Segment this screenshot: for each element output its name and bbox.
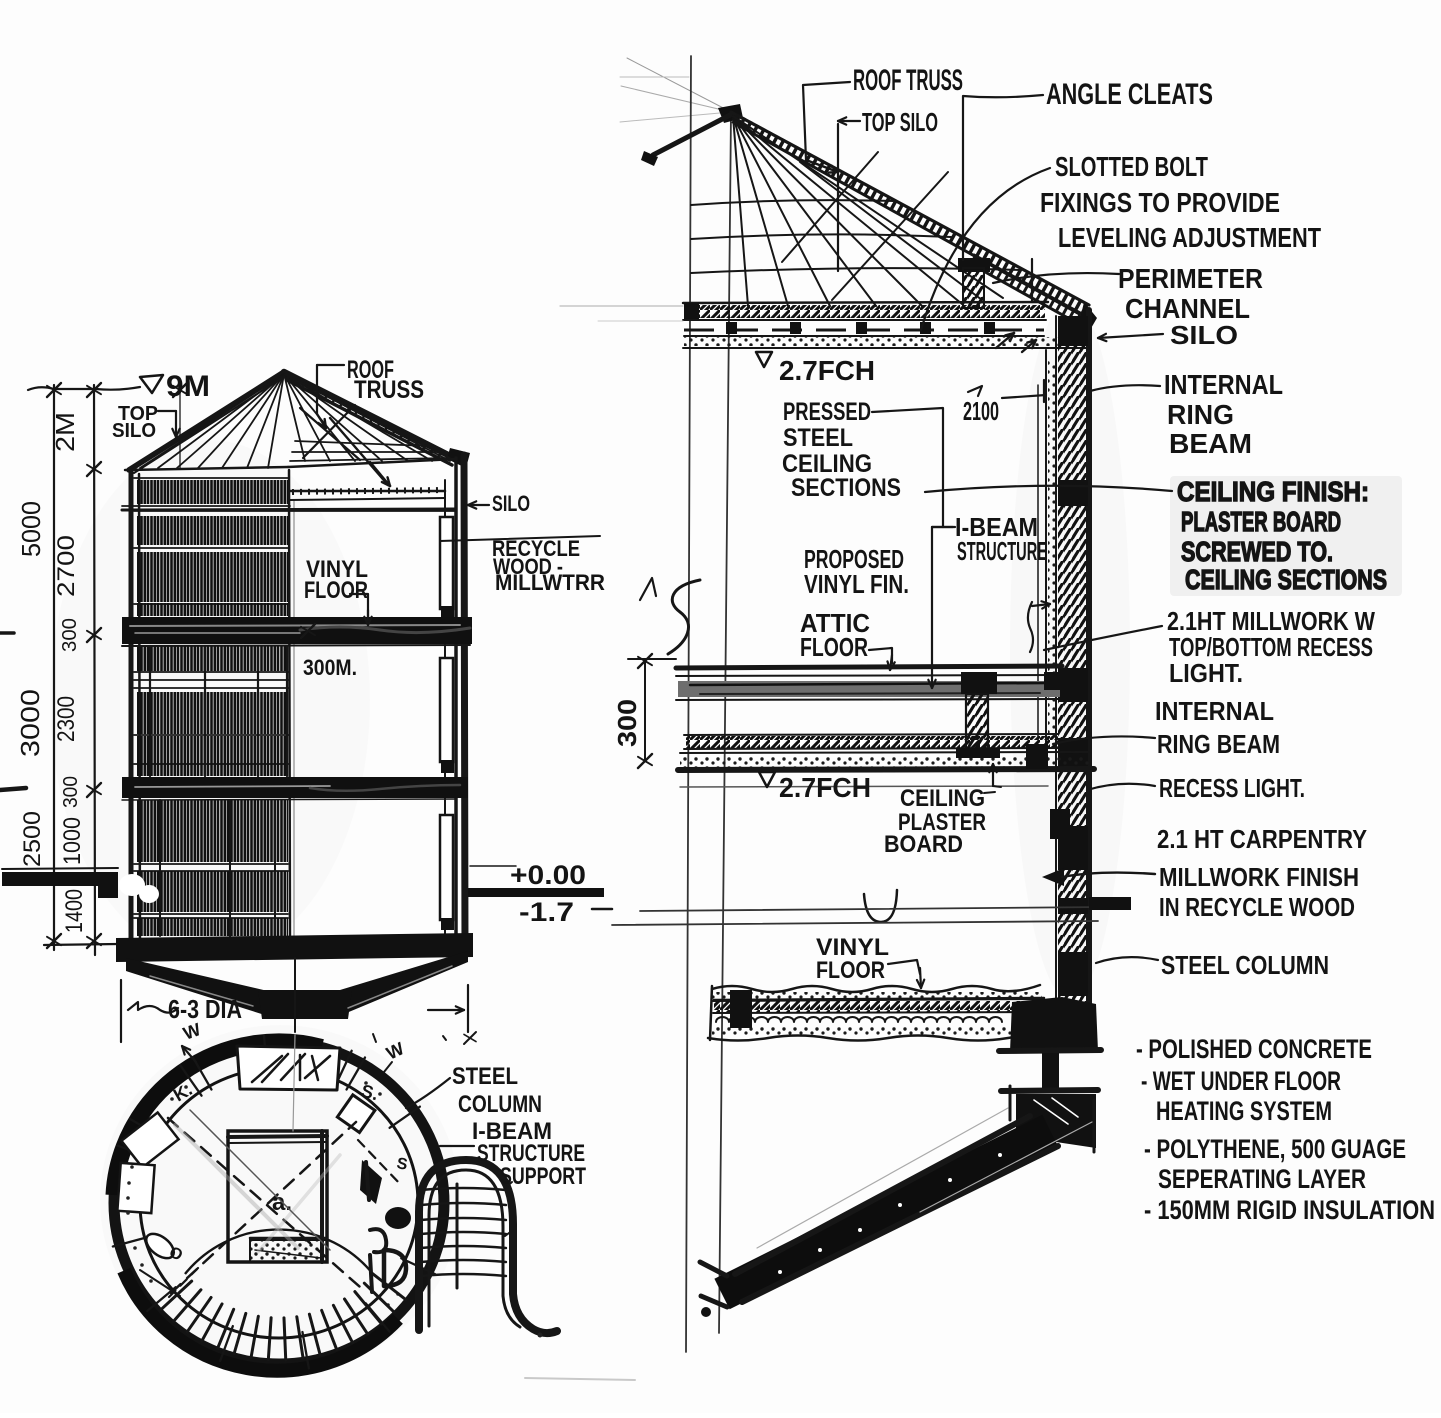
- svg-text:SLOTTED BOLT: SLOTTED BOLT: [1055, 151, 1208, 182]
- svg-text:TOP: TOP: [118, 403, 158, 425]
- svg-text:2.7FCH: 2.7FCH: [779, 355, 875, 386]
- svg-text:-1.7: -1.7: [519, 897, 574, 927]
- svg-text:SCREWED TO.: SCREWED TO.: [1181, 536, 1333, 567]
- svg-text:S: S: [395, 1155, 409, 1174]
- svg-text:300: 300: [59, 618, 81, 652]
- svg-text:300M.: 300M.: [303, 655, 357, 680]
- svg-text:IN RECYCLE WOOD: IN RECYCLE WOOD: [1159, 892, 1355, 922]
- svg-text:WOOD -: WOOD -: [493, 554, 563, 579]
- svg-text:ATTIC: ATTIC: [800, 608, 870, 638]
- svg-text:SUPPORT: SUPPORT: [500, 1163, 586, 1190]
- svg-text:PERIMETER: PERIMETER: [1118, 263, 1263, 294]
- svg-text:2.7FCH: 2.7FCH: [779, 772, 871, 803]
- svg-text:RECESS LIGHT.: RECESS LIGHT.: [1159, 773, 1305, 803]
- svg-text:2M: 2M: [50, 412, 80, 452]
- svg-text:PROPOSED: PROPOSED: [804, 544, 904, 574]
- svg-text:SECTIONS: SECTIONS: [791, 474, 901, 502]
- svg-text:1400: 1400: [61, 889, 88, 933]
- svg-text:STRUCTURE: STRUCTURE: [957, 536, 1047, 566]
- svg-text:INTERNAL: INTERNAL: [1155, 696, 1274, 726]
- svg-text:INTERNAL: INTERNAL: [1164, 369, 1283, 400]
- svg-text:TOP/BOTTOM RECESS: TOP/BOTTOM RECESS: [1169, 632, 1373, 662]
- svg-text:LIGHT.: LIGHT.: [1169, 658, 1243, 688]
- svg-text:PRESSED: PRESSED: [783, 398, 871, 426]
- svg-text:CEILING: CEILING: [782, 450, 872, 478]
- svg-text:BOARD: BOARD: [884, 831, 963, 858]
- svg-text:SILO: SILO: [1170, 320, 1238, 350]
- svg-text:FIXINGS TO PROVIDE: FIXINGS TO PROVIDE: [1040, 187, 1280, 218]
- svg-text:ROOF: ROOF: [347, 356, 394, 384]
- svg-text:BEAM: BEAM: [1169, 428, 1252, 459]
- svg-text:W: W: [383, 1038, 407, 1063]
- svg-text:STEEL COLUMN: STEEL COLUMN: [1161, 950, 1329, 980]
- svg-text:PLASTER: PLASTER: [898, 809, 986, 836]
- svg-text:300: 300: [612, 699, 642, 747]
- svg-text:STEEL: STEEL: [452, 1063, 518, 1090]
- svg-text:2.1 HT CARPENTRY: 2.1 HT CARPENTRY: [1157, 824, 1367, 854]
- svg-text:RING BEAM: RING BEAM: [1157, 729, 1280, 759]
- svg-text:ANGLE CLEATS: ANGLE CLEATS: [1046, 78, 1213, 111]
- svg-text:SILO: SILO: [112, 420, 156, 442]
- svg-text:I-BEAM: I-BEAM: [955, 512, 1038, 542]
- svg-text:CEILING FINISH:: CEILING FINISH:: [1177, 476, 1369, 507]
- svg-text:LEVELING ADJUSTMENT: LEVELING ADJUSTMENT: [1058, 222, 1321, 253]
- svg-text:6-3 DIA: 6-3 DIA: [168, 994, 242, 1024]
- svg-text:COLUMN: COLUMN: [458, 1091, 542, 1118]
- svg-text:FLOOR: FLOOR: [816, 957, 885, 984]
- svg-text:- 150MM RIGID INSULATION: - 150MM RIGID INSULATION: [1144, 1195, 1435, 1225]
- svg-text:2700: 2700: [53, 535, 80, 597]
- svg-text:S.: S.: [359, 1081, 381, 1105]
- svg-text:9M: 9M: [166, 370, 210, 403]
- svg-text:STRUCTURE: STRUCTURE: [477, 1140, 585, 1167]
- svg-text:5000: 5000: [16, 501, 46, 557]
- svg-text:PLASTER BOARD: PLASTER BOARD: [1181, 506, 1341, 537]
- svg-text:FLOOR: FLOOR: [304, 577, 368, 604]
- svg-text:+0.00: +0.00: [510, 860, 586, 890]
- svg-text:TOP SILO: TOP SILO: [862, 107, 938, 137]
- svg-text:RECYCLE: RECYCLE: [492, 536, 580, 561]
- svg-text:300: 300: [60, 776, 82, 808]
- svg-text:1000: 1000: [59, 817, 86, 865]
- svg-text:MILLWTRR: MILLWTRR: [495, 570, 605, 595]
- svg-text:- POLISHED CONCRETE: - POLISHED CONCRETE: [1136, 1034, 1372, 1064]
- svg-text:VINYL: VINYL: [306, 556, 368, 583]
- svg-text:I-BEAM: I-BEAM: [472, 1118, 552, 1145]
- svg-text:VINYL FIN.: VINYL FIN.: [804, 569, 909, 599]
- svg-text:2300: 2300: [53, 696, 80, 742]
- svg-text:FLOOR: FLOOR: [800, 632, 868, 662]
- svg-text:2500: 2500: [19, 811, 46, 867]
- svg-text:RING: RING: [1167, 399, 1234, 430]
- svg-text:CHANNEL: CHANNEL: [1125, 293, 1250, 324]
- svg-text:- POLYTHENE, 500 GUAGE: - POLYTHENE, 500 GUAGE: [1144, 1134, 1406, 1164]
- svg-text:VINYL: VINYL: [816, 934, 889, 961]
- svg-text:CEILING SECTIONS: CEILING SECTIONS: [1185, 564, 1387, 595]
- svg-text:CEILING: CEILING: [900, 785, 985, 812]
- svg-text:3000: 3000: [15, 689, 45, 757]
- svg-text:TRUSS: TRUSS: [354, 376, 424, 404]
- svg-text:MILLWORK FINISH: MILLWORK FINISH: [1159, 862, 1359, 892]
- svg-text:2.1HT MILLWORK W: 2.1HT MILLWORK W: [1167, 606, 1375, 636]
- svg-text:- WET UNDER FLOOR: - WET UNDER FLOOR: [1141, 1066, 1341, 1096]
- svg-text:HEATING SYSTEM: HEATING SYSTEM: [1156, 1096, 1332, 1126]
- svg-text:SEPERATING LAYER: SEPERATING LAYER: [1158, 1164, 1366, 1194]
- svg-text:SILO: SILO: [492, 491, 530, 516]
- svg-text:STEEL: STEEL: [783, 424, 853, 452]
- svg-text:2100: 2100: [963, 396, 999, 426]
- svg-text:W: W: [181, 1019, 204, 1044]
- svg-text:ROOF TRUSS: ROOF TRUSS: [853, 64, 963, 97]
